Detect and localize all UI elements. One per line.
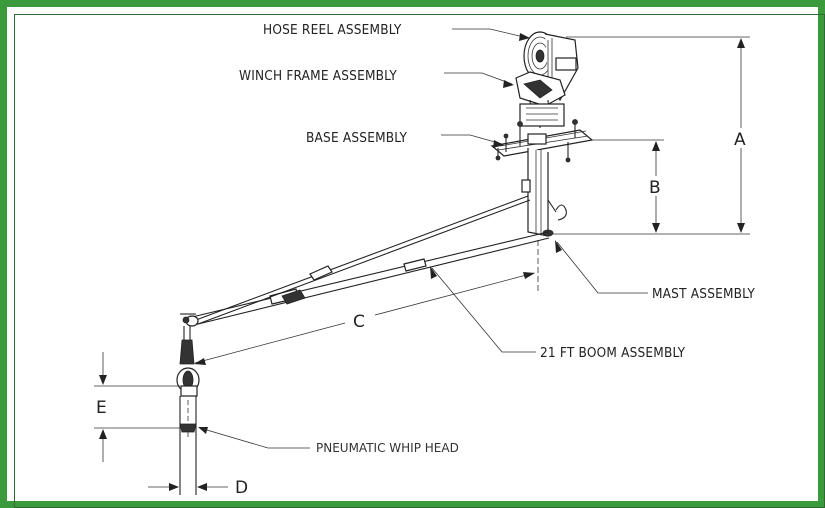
mast [521, 148, 567, 292]
label-whip-head: PNEUMATIC WHIP HEAD [316, 441, 459, 455]
dimension-label-a: A [734, 130, 746, 150]
dimension-label-b: B [649, 178, 661, 198]
label-hose-reel: HOSE REEL ASSEMBLY [263, 22, 402, 38]
whip-head [176, 326, 200, 495]
label-boom: 21 FT BOOM ASSEMBLY [540, 345, 686, 361]
callout-whip-head: PNEUMATIC WHIP HEAD [198, 427, 459, 455]
callout-base: BASE ASSEMBLY [306, 130, 504, 148]
dimension-c: C [194, 272, 535, 365]
label-winch-frame: WINCH FRAME ASSEMBLY [239, 68, 397, 84]
boom [180, 195, 550, 327]
dimension-a: A [553, 36, 750, 235]
label-mast: MAST ASSEMBLY [652, 286, 755, 302]
callout-hose-reel: HOSE REEL ASSEMBLY [263, 22, 530, 41]
dimension-label-d: D [235, 478, 248, 498]
dimension-e: E [94, 352, 180, 462]
callout-winch-frame: WINCH FRAME ASSEMBLY [239, 68, 514, 88]
label-base: BASE ASSEMBLY [306, 130, 407, 146]
dimension-d: D [148, 478, 248, 498]
winch-frame [515, 71, 566, 129]
callout-boom: 21 FT BOOM ASSEMBLY [430, 266, 686, 361]
dimension-label-e: E [96, 398, 107, 418]
dimension-b: B [590, 139, 664, 233]
dimension-label-c: C [353, 312, 365, 332]
callout-mast: MAST ASSEMBLY [555, 240, 755, 302]
